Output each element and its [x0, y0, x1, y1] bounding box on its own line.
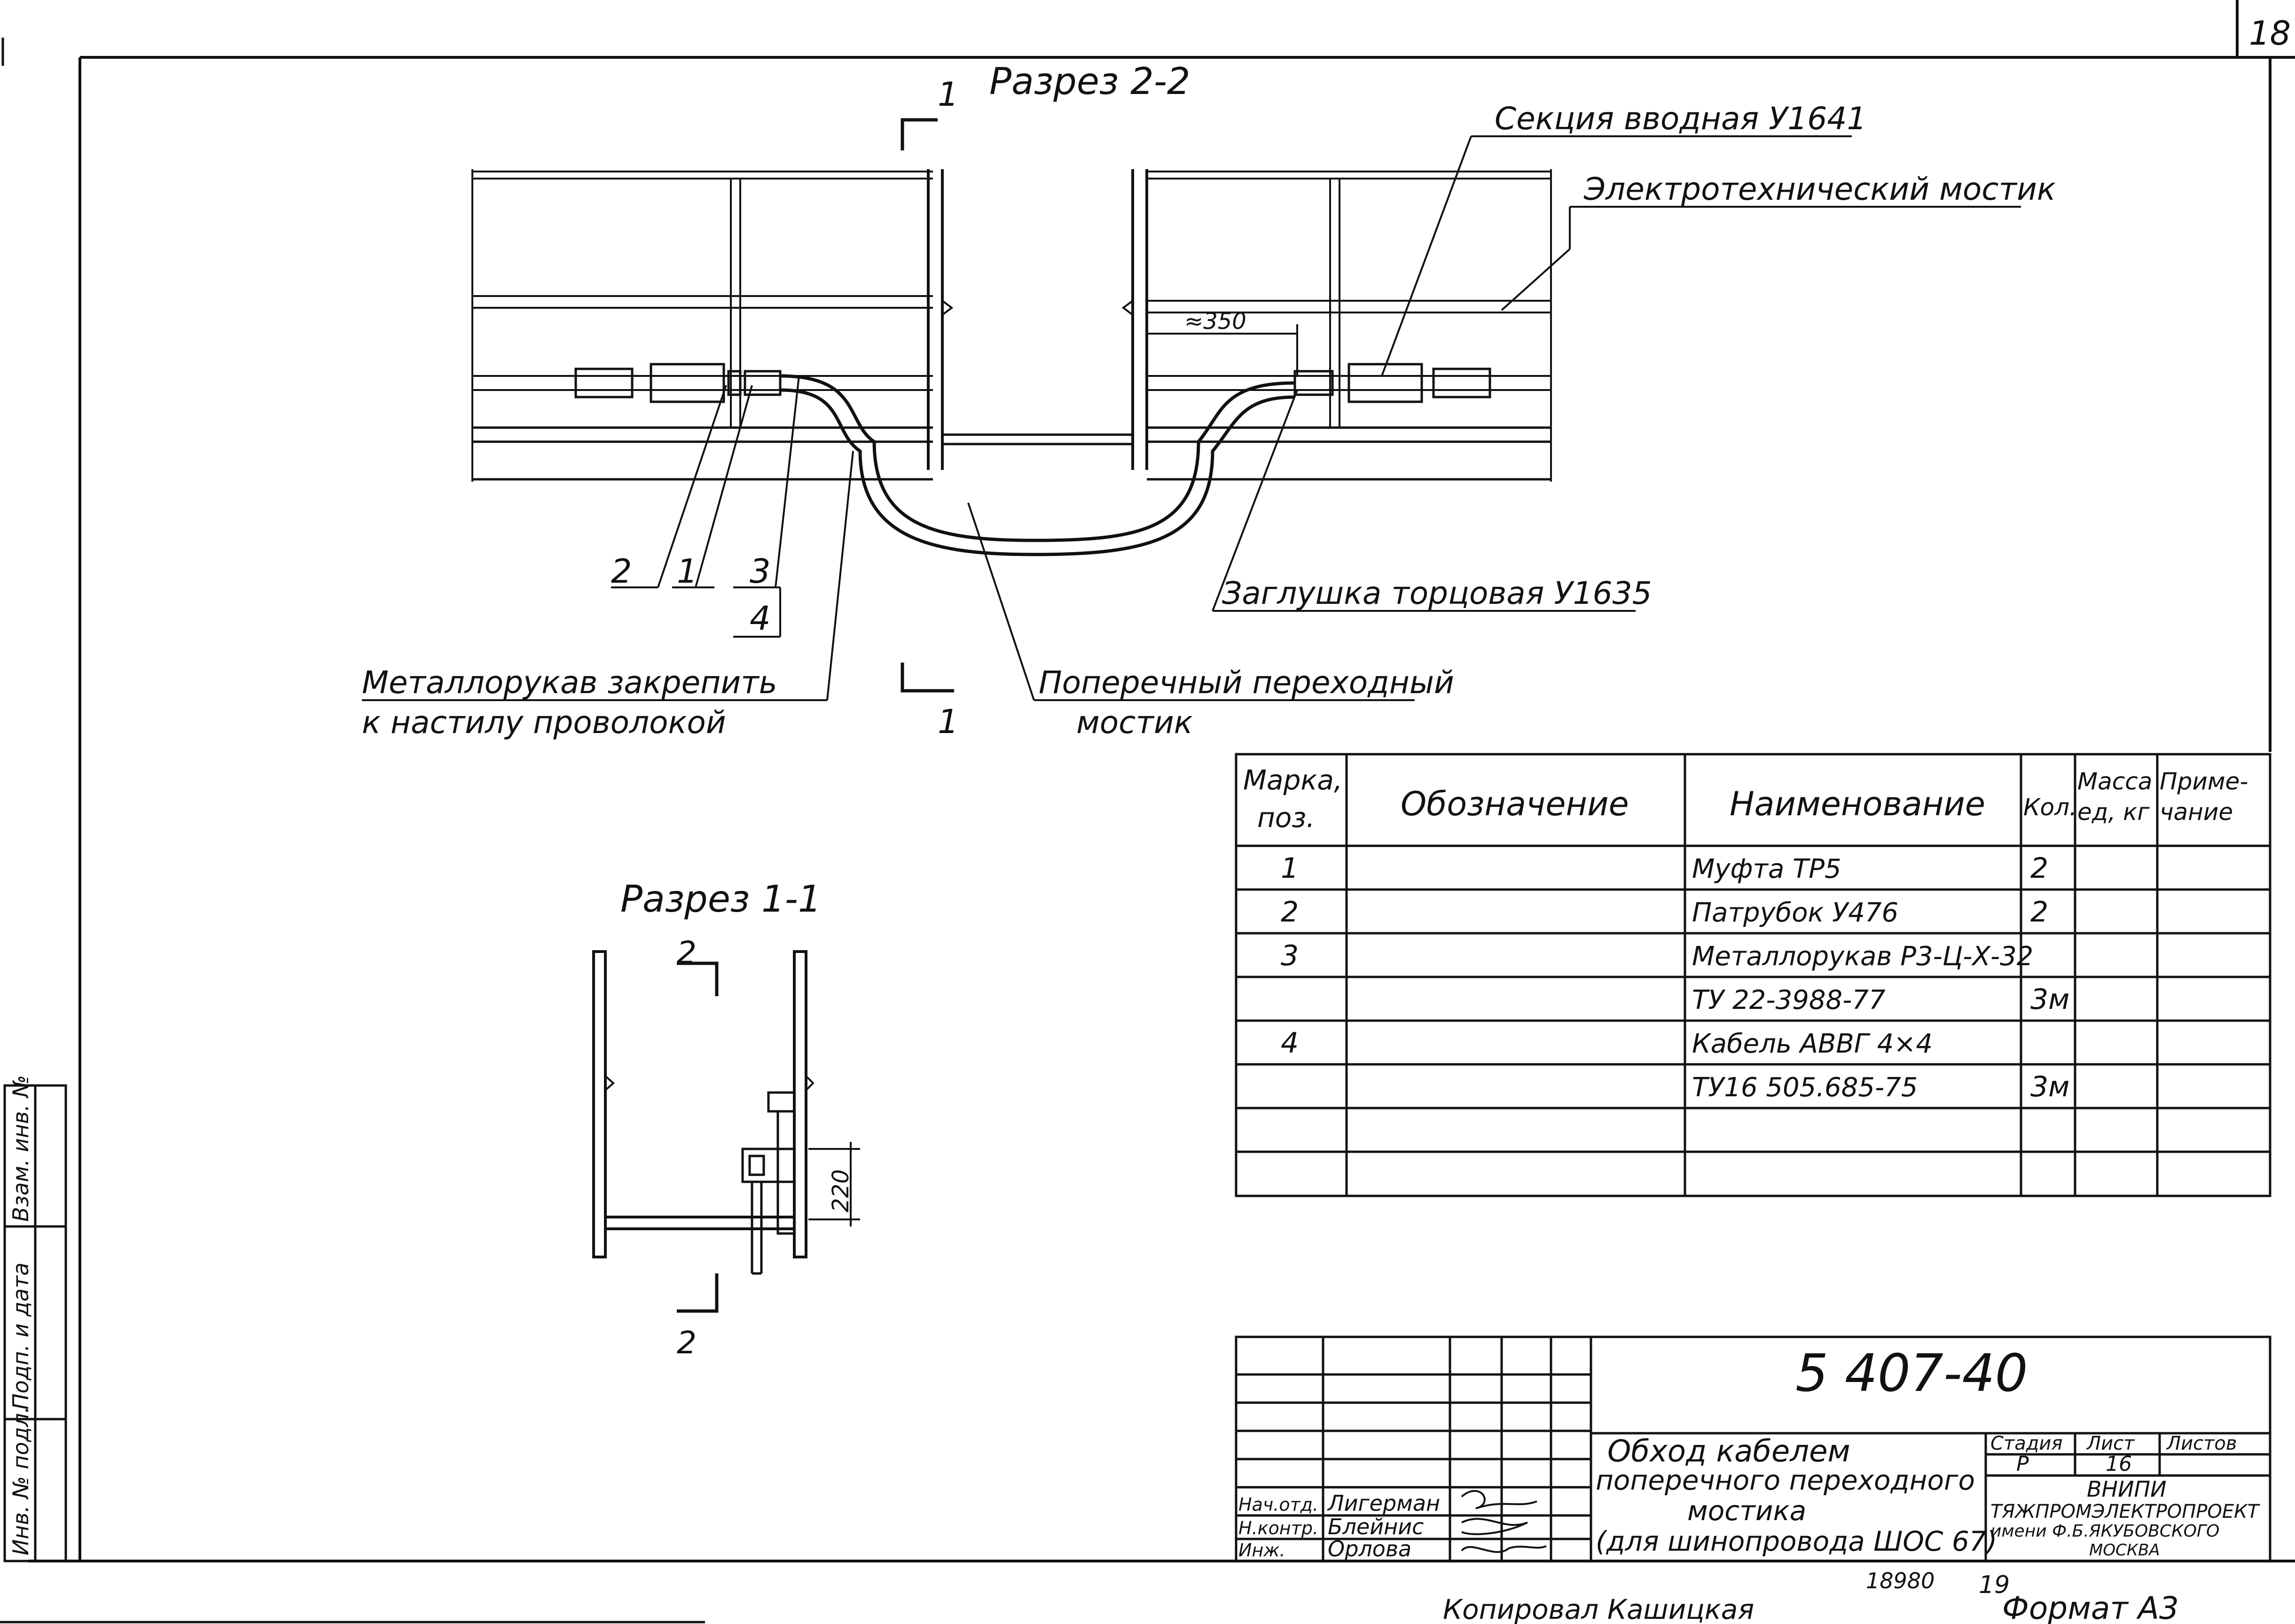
metal-hose: [780, 374, 1295, 542]
label-hose-fix-1: Металлорукав закрепить: [362, 664, 777, 701]
spec-cell-name: ТУ16 505.685-75: [1692, 1072, 1918, 1103]
label-hose-fix-2: к настилу проволокой: [362, 704, 726, 741]
copied-by: Копировал Кашицкая: [1443, 1593, 1754, 1624]
org-line-2: ТЯЖПРОМЭЛЕКТРОПРОЕКТ: [1990, 1501, 2261, 1522]
table-row: 1 Муфта ТР5 2: [1281, 852, 2048, 885]
section-2-2-title: Разрез 2-2: [989, 61, 1190, 103]
spec-cell-name: Кабель АВВГ 4×4: [1692, 1029, 1933, 1059]
stage-label: Стадия: [1990, 1433, 2062, 1454]
table-row: 4 Кабель АВВГ 4×4: [1281, 1027, 1933, 1060]
sheets-label: Листов: [2166, 1433, 2237, 1454]
spec-cell-mark: 1: [1281, 852, 1299, 885]
callout-1: 1: [677, 552, 698, 591]
side-stamp: Инв. № подл. Подп. и дата Взам. инв. №: [3, 1075, 67, 1562]
table-row: ТУ16 505.685-75 3м: [1692, 1070, 2069, 1103]
stage-value: Р: [2016, 1452, 2029, 1476]
side-stamp-replace: Взам. инв. №: [8, 1075, 33, 1222]
format-label: Формат А3: [2002, 1590, 2179, 1624]
callout-2: 2: [611, 552, 632, 591]
header-mark-2: поз.: [1257, 802, 1315, 834]
section-1-1-drawing: Разрез 1-1 2 2 220: [592, 878, 860, 1361]
title-line-1: Обход кабелем: [1607, 1434, 1850, 1469]
table-row: 2 Патрубок У476 2: [1281, 896, 2048, 929]
right-bridge-frame: [1121, 169, 1552, 482]
org-line-3: имени Ф.Б.ЯКУБОВСКОГО: [1990, 1522, 2219, 1541]
table-row: 3 Металлорукав Р3-Ц-Х-32: [1281, 939, 2033, 972]
label-electrotech-bridge: Электротехнический мостик: [1583, 171, 2056, 207]
spec-cell-mark: 3: [1281, 939, 1299, 972]
signature-name-3: Орлова: [1328, 1536, 1411, 1562]
sheet-label: Лист: [2086, 1433, 2135, 1454]
signature-role-2: Н.контр.: [1238, 1518, 1318, 1538]
table-row: ТУ 22-3988-77 3м: [1692, 983, 2069, 1016]
spec-cell-name: Патрубок У476: [1692, 898, 1898, 928]
header-mass-1: Масса: [2077, 768, 2152, 795]
doc-number: 5 407-40: [1795, 1343, 2028, 1403]
spec-cell-mark: 4: [1281, 1027, 1299, 1060]
side-stamp-inv: Инв. № подл.: [8, 1406, 33, 1555]
spec-cell-qty: 3м: [2030, 1070, 2069, 1103]
label-entry-section: Секция вводная У1641: [1495, 101, 1866, 137]
header-note-2: чание: [2160, 798, 2233, 826]
callout-3: 3: [750, 552, 771, 591]
sheet-value: 16: [2106, 1452, 2132, 1476]
signature-role-3: Инж.: [1238, 1540, 1285, 1561]
cut-mark-2-top: 2: [677, 935, 697, 971]
signature-name-1: Лигерман: [1327, 1491, 1440, 1516]
dimension-350: ≈350: [1147, 308, 1298, 376]
side-stamp-sign: Подп. и дата: [8, 1263, 33, 1410]
title-line-3: мостика: [1687, 1495, 1806, 1527]
spec-cell-qty: 3м: [2030, 983, 2069, 1016]
header-note-1: Приме-: [2160, 768, 2248, 795]
spec-cell-name: ТУ 22-3988-77: [1692, 985, 1886, 1015]
signature-role-1: Нач.отд.: [1238, 1494, 1318, 1515]
signature-mark-1: [1461, 1490, 1537, 1509]
section-1-1-title: Разрез 1-1: [620, 878, 821, 921]
left-busbar: [574, 363, 782, 403]
header-mass-2: ед, кг: [2077, 798, 2150, 826]
section-2-2-drawing: Разрез 2-2 1 1: [362, 61, 2056, 741]
footer-number-2: 19: [1979, 1571, 2010, 1599]
header-qty: Кол.: [2023, 794, 2077, 821]
signature-mark-2: [1461, 1518, 1528, 1535]
signature-mark-3: [1461, 1545, 1547, 1553]
footer-number-1: 18980: [1866, 1568, 1935, 1593]
signature-name-2: Блейнис: [1328, 1514, 1424, 1539]
left-bridge-frame: [471, 169, 954, 482]
title-line-2: поперечного переходного: [1596, 1464, 1975, 1496]
label-cross-bridge-1: Поперечный переходный: [1039, 664, 1454, 701]
label-cross-bridge-2: мостик: [1076, 704, 1193, 741]
svg-text:≈350: ≈350: [1184, 308, 1246, 335]
label-end-cap: Заглушка торцовая У1635: [1222, 575, 1652, 611]
spec-cell-name: Металлорукав Р3-Ц-Х-32: [1692, 941, 2033, 972]
spec-cell-qty: 2: [2030, 852, 2048, 885]
org-line-1: ВНИПИ: [2087, 1476, 2167, 1502]
dimension-220: 220: [828, 1169, 854, 1212]
cut-mark-1-bottom: 1: [938, 703, 959, 741]
spec-cell-mark: 2: [1281, 896, 1299, 929]
cut-mark-1-top: 1: [938, 75, 959, 114]
spec-cell-qty: 2: [2030, 896, 2048, 929]
page-number: 18: [2249, 14, 2291, 53]
title-block: 5 407-40 Обход кабелем поперечного перех…: [1235, 1335, 2272, 1562]
spec-cell-name: Муфта ТР5: [1692, 854, 1841, 884]
org-line-4: МОСКВА: [2089, 1541, 2160, 1560]
callout-4: 4: [750, 599, 771, 638]
header-name: Наименование: [1730, 785, 1985, 823]
header-mark-1: Марка,: [1243, 764, 1342, 796]
spec-table: Марка, поз. Обозначение Наименование Кол…: [1235, 753, 2272, 1197]
header-designation: Обозначение: [1401, 785, 1629, 823]
title-line-4: (для шинопровода ШОС 67): [1596, 1525, 1997, 1557]
right-busbar: [1293, 363, 1491, 403]
cut-mark-2-bottom: 2: [677, 1325, 697, 1361]
